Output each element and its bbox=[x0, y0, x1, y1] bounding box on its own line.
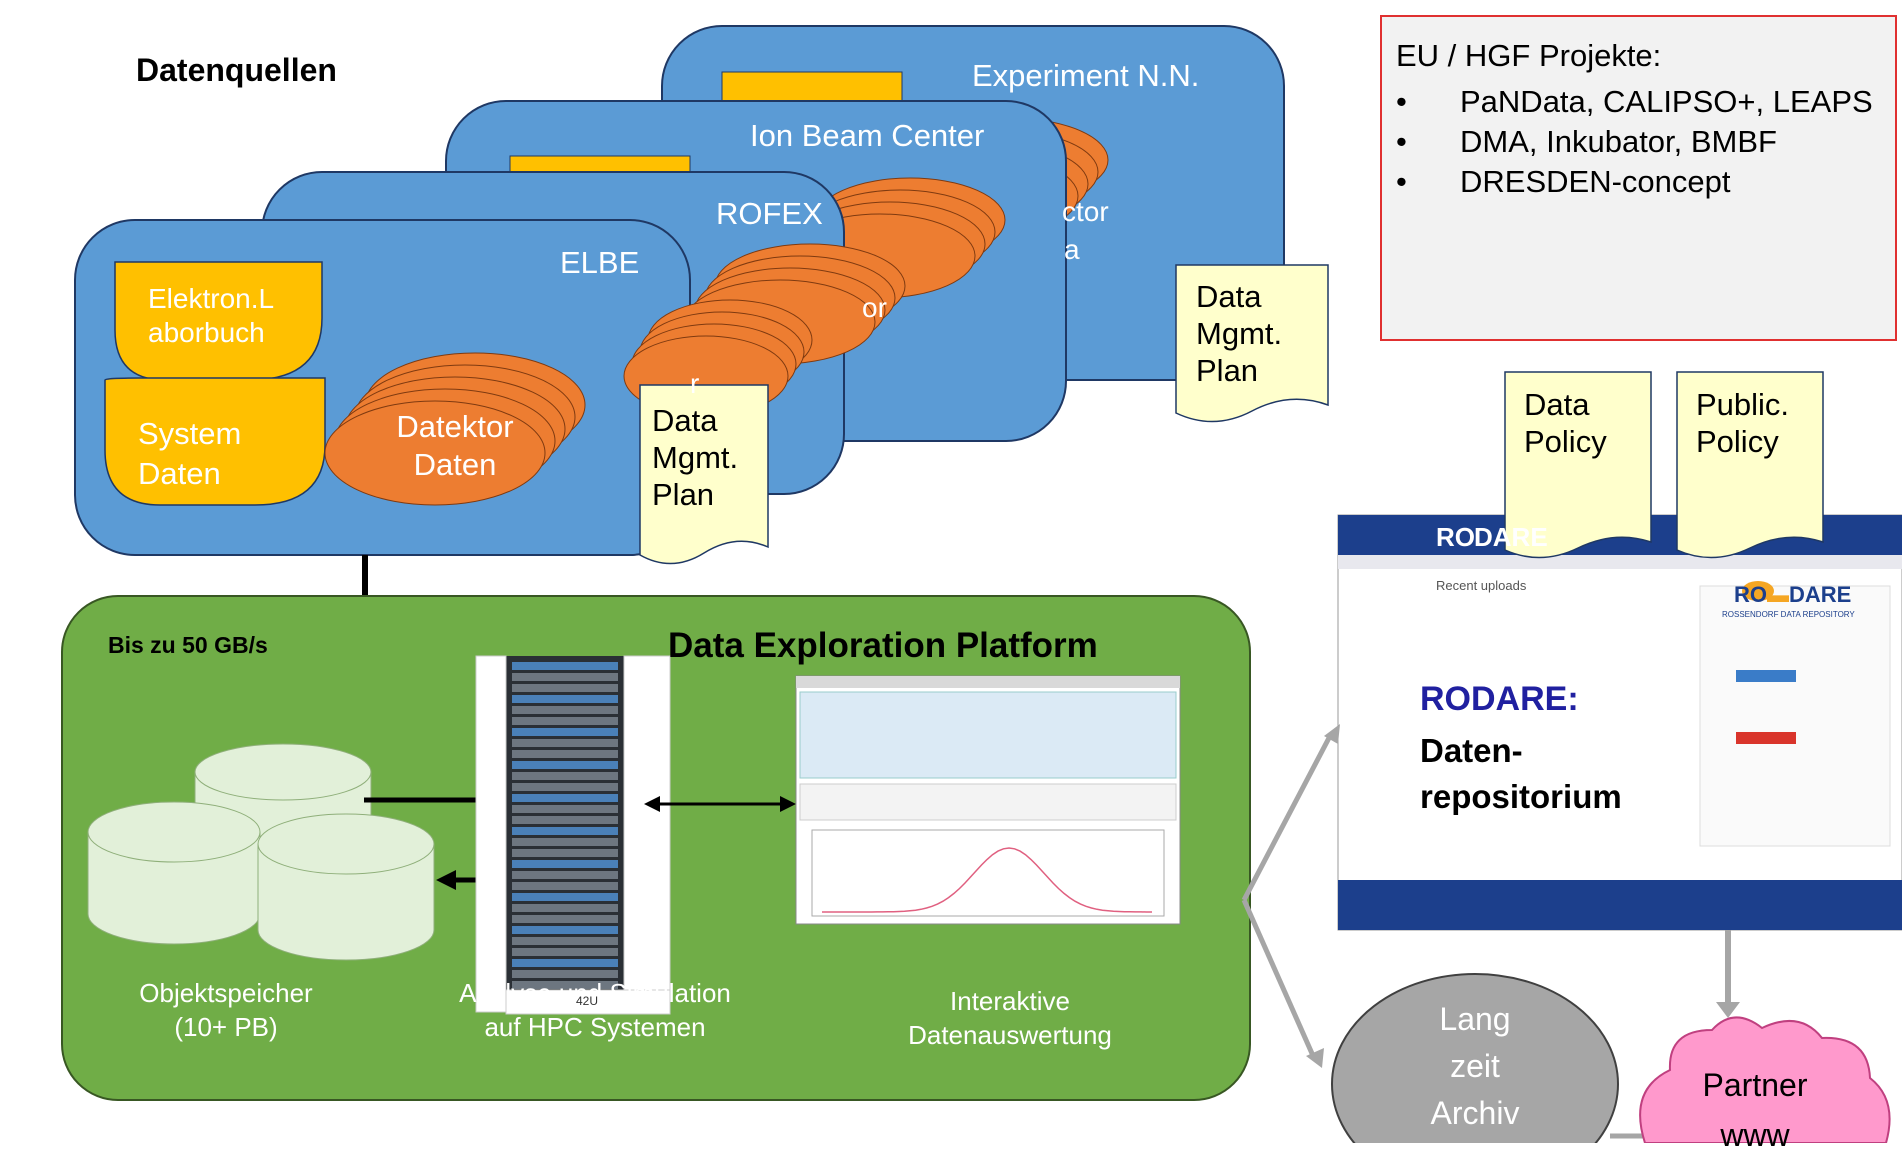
panel-title-ion-beam: Ion Beam Center bbox=[750, 118, 985, 153]
interactive-label: Interaktive Datenauswertung bbox=[908, 986, 1112, 1050]
rodare-tagline: ROSSENDORF DATA REPOSITORY bbox=[1722, 610, 1855, 619]
detector-stack-elbe bbox=[324, 352, 586, 506]
panel-title-rofex: ROFEX bbox=[716, 196, 823, 231]
partner-cloud bbox=[1639, 1016, 1891, 1143]
rodare-card-logo: RO▬DARE bbox=[1734, 582, 1852, 607]
platform-title: Data Exploration Platform bbox=[668, 626, 1098, 665]
storage-cylinders bbox=[87, 743, 435, 961]
data-mgmt-plan-front bbox=[639, 384, 769, 565]
hpc-label: Analyse und Simulation auf HPC Systemen bbox=[459, 978, 731, 1042]
experiment-partial-text-2: a bbox=[1064, 234, 1080, 265]
hpc-rack bbox=[475, 655, 671, 1015]
data-mgmt-plan-back-label: Data Mgmt. Plan bbox=[1196, 279, 1283, 388]
experiment-partial-text-1: ctor bbox=[1062, 196, 1109, 227]
rodare-logo-right: DARE bbox=[1474, 522, 1548, 552]
analysis-screenshot bbox=[795, 675, 1181, 925]
system-data-label: System Daten bbox=[138, 416, 242, 491]
detector-data-label: Datektor Daten bbox=[396, 409, 514, 482]
rofex-partial-text: r bbox=[690, 368, 700, 399]
system-data-shape bbox=[104, 377, 326, 506]
panel-title-experiment: Experiment N.N. bbox=[972, 58, 1200, 93]
data-mgmt-plan-front-label: Data Mgmt. Plan bbox=[652, 403, 739, 512]
project-item: •DMA, Inkubator, BMBF bbox=[1396, 124, 1777, 159]
rodare-subtitle: Daten- repositorium bbox=[1420, 732, 1622, 815]
storage-label: Objektspeicher (10+ PB) bbox=[139, 978, 313, 1042]
public-policy-note bbox=[1676, 371, 1824, 559]
ion-beam-partial-text: or bbox=[862, 292, 887, 323]
projects-heading: EU / HGF Projekte: bbox=[1396, 38, 1662, 73]
project-item: •PaNData, CALIPSO+, LEAPS bbox=[1396, 84, 1873, 119]
recent-uploads-label: Recent uploads bbox=[1436, 578, 1527, 593]
sources-heading: Datenquellen bbox=[136, 52, 337, 88]
rack-footer: 42U bbox=[576, 994, 599, 1008]
rodare-logo-left: RO bbox=[1436, 522, 1475, 552]
rodare-screenshot bbox=[1337, 514, 1902, 931]
public-policy-label: Public. Policy bbox=[1696, 387, 1790, 459]
data-mgmt-plan-back bbox=[1175, 264, 1329, 423]
project-item: •DRESDEN-concept bbox=[1396, 164, 1731, 199]
rodare-title: RODARE: bbox=[1420, 680, 1579, 718]
detector-stack-elbe-back bbox=[623, 299, 813, 417]
projects-box bbox=[1380, 15, 1897, 341]
archive-label: Lang zeit Archiv bbox=[1430, 1001, 1520, 1131]
archive-shape bbox=[1331, 973, 1619, 1143]
partner-label: Partner www bbox=[1702, 1067, 1808, 1153]
throughput-label: Bis zu 50 GB/s bbox=[108, 632, 268, 658]
data-policy-label: Data Policy bbox=[1524, 387, 1607, 459]
data-policy-note bbox=[1504, 371, 1652, 559]
logbook-label: Elektron.L aborbuch bbox=[148, 283, 275, 348]
panel-title-elbe: ELBE bbox=[560, 245, 640, 280]
projects-list: •PaNData, CALIPSO+, LEAPS •DMA, Inkubato… bbox=[1396, 82, 1886, 202]
